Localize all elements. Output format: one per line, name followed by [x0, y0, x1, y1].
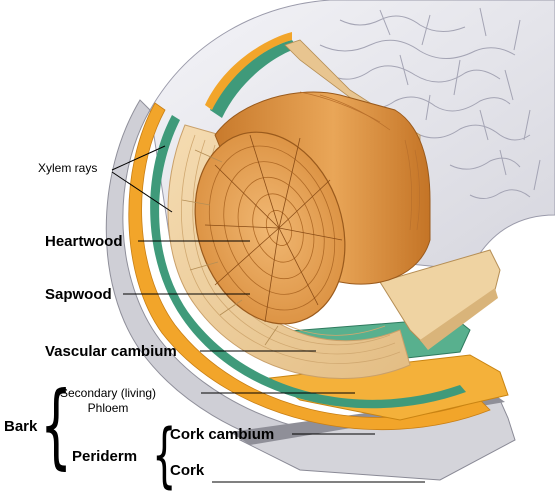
label-vascular-cambium: Vascular cambium [45, 343, 177, 360]
leader-lines [111, 145, 425, 483]
label-secondary-phloem: Secondary (living) Phloem [60, 386, 157, 415]
label-cork: Cork [170, 462, 205, 479]
label-cork-cambium: Cork cambium [170, 426, 275, 443]
label-periderm: Periderm [72, 448, 138, 465]
label-heartwood: Heartwood [45, 233, 123, 250]
periderm-brace: { [152, 414, 177, 496]
label-sapwood: Sapwood [45, 286, 112, 303]
bark-brace: { [40, 372, 73, 479]
heartwood-rays [204, 134, 343, 323]
bark-texture [319, 7, 541, 199]
label-bark: Bark [4, 418, 38, 435]
phloem-ring [128, 102, 491, 431]
heartwood-rings [208, 145, 336, 311]
label-xylem-rays: Xylem rays [38, 161, 98, 175]
